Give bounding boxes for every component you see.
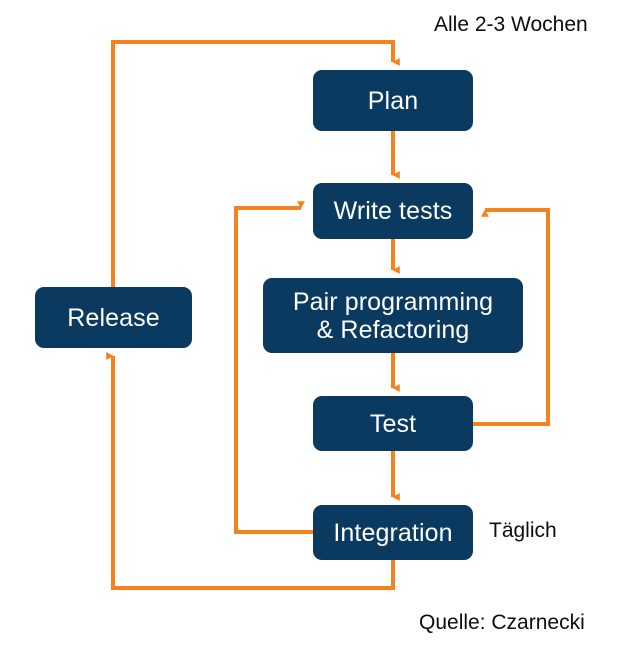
- edge-test-to-write-tests-loop: [473, 208, 550, 426]
- node-test[interactable]: Test: [313, 396, 473, 451]
- annotation-iteration-cadence: Alle 2-3 Wochen: [434, 13, 588, 36]
- annotation-daily-cadence: Täglich: [489, 519, 557, 542]
- node-release[interactable]: Release: [35, 287, 192, 348]
- edge-release-to-plan: [111, 40, 400, 287]
- node-plan-label: Plan: [367, 86, 419, 115]
- node-pair-programming-refactoring-label: Pair programming & Refactoring: [292, 287, 494, 344]
- node-write-tests-label: Write tests: [333, 197, 453, 225]
- edge-integration-to-release: [106, 352, 395, 590]
- node-pair-programming-refactoring[interactable]: Pair programming & Refactoring: [263, 278, 523, 353]
- annotation-source-credit: Quelle: Czarnecki: [419, 611, 585, 634]
- node-integration-label: Integration: [333, 518, 453, 547]
- node-release-label: Release: [67, 303, 160, 332]
- edge-integration-to-write-tests-loop: [234, 201, 313, 534]
- node-write-tests[interactable]: Write tests: [313, 183, 473, 239]
- node-plan[interactable]: Plan: [313, 70, 473, 131]
- node-test-label: Test: [369, 409, 417, 438]
- node-integration[interactable]: Integration: [313, 505, 473, 560]
